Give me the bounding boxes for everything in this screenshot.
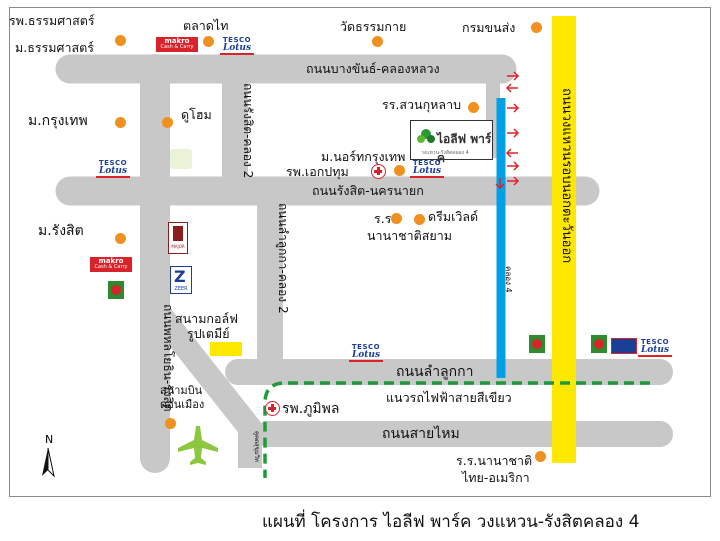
place-suankularb: รร.สวนกุหลาบ	[382, 97, 462, 112]
place-dome: ดูโฮม	[181, 107, 212, 122]
place-north-bangkok-uni: ม.นอร์ทกรุงเทพ	[321, 149, 406, 164]
poi-don-mueang	[165, 418, 176, 429]
road-label-saimai: ถนนสายไหม	[382, 426, 460, 442]
place-thai-american-2: ไทย-อเมริกา	[462, 470, 530, 485]
place-nanachart-siam: นานาชาติสยาม	[367, 228, 452, 243]
place-bhumibol-hospital: รพ.ภูมิพล	[282, 401, 340, 417]
ring-road	[552, 16, 576, 463]
poi-dome	[162, 117, 173, 128]
bigc-logo-1	[107, 280, 125, 300]
road-map	[42, 16, 673, 478]
project-subtitle: วงแหวน-รังสิตคลอง 4	[421, 150, 469, 156]
access-arrows	[495, 71, 520, 190]
bigc-logo-2	[528, 334, 546, 354]
poi-suankularb	[468, 102, 479, 113]
major-text: MAJOR	[171, 244, 185, 249]
place-thammasat-hospital: รพ.ธรรมศาสตร์	[9, 13, 95, 28]
future-park-logo	[170, 149, 192, 169]
place-talad-thai: ตลาดไท	[183, 18, 229, 33]
place-don-mueang-1: สนามบิน	[160, 384, 203, 397]
place-wat-dhammakaya: วัดธรรมกาย	[340, 19, 407, 34]
map-caption: แผนที่ โครงการ ไอลีฟ พาร์ค วงแหวน-รังสิต…	[262, 512, 640, 532]
airplane-icon	[178, 426, 218, 465]
place-don-mueang-2: ดอนเมือง	[160, 398, 205, 411]
place-rr-label: ร.ร.	[374, 211, 396, 226]
north-label: N	[45, 433, 54, 446]
kukot-label: คูคตสุขุมวิท	[253, 431, 260, 462]
place-thai-american-1: ร.ร.นานาชาติ	[456, 453, 533, 468]
road-label-rangsit-nakhonnayok: ถนนรังสิต-นครนายก	[312, 183, 424, 198]
place-golf-course: สนามกอล์ฟ	[175, 311, 239, 326]
north-arrow-icon	[42, 447, 55, 478]
poi-talad-thai	[203, 36, 214, 47]
poi-rangsit-university	[115, 233, 126, 244]
place-thammasat-university: ม.ธรรมศาสตร์	[15, 40, 94, 55]
place-krom-khonsong: กรมขนส่ง	[462, 20, 516, 35]
poi-bangkok-university	[115, 117, 126, 128]
hospital-cross-icon-1	[371, 164, 386, 179]
ring-road-label: ถนนวงแหวนรอบนอกตะวันออก	[559, 88, 574, 264]
place-golf-course-2: รูปเตมีย์	[187, 326, 230, 341]
bigc-logo-3	[590, 334, 608, 354]
homepro-logo	[611, 338, 637, 354]
road-label-rangsit-khlong2: ถนนรังสิต-คลอง 2	[241, 83, 255, 179]
bts-route-label: แนวรถไฟฟ้าสายสีเขียว	[386, 390, 512, 405]
major-logo: MAJOR	[168, 222, 188, 254]
poi-dream-world	[414, 214, 425, 225]
golf-course-marker	[210, 342, 242, 356]
poi-north-bangkok-uni	[394, 165, 405, 176]
poi-nanachart-siam	[391, 213, 402, 224]
place-bangkok-university: ม.กรุงเทพ	[28, 113, 88, 129]
road-label-lamlukka: ถนนลำลูกกา	[396, 364, 474, 380]
road-vibhavadi	[145, 300, 262, 468]
place-dream-world: ดรีมเวิลด์	[428, 209, 479, 224]
road-label-bangkhan: ถนนบางขันธ์-คลองหลวง	[306, 61, 440, 76]
place-rangsit-university: ม.รังสิต	[38, 223, 84, 239]
canal-label: คลอง 4	[504, 266, 513, 293]
zeer-letter-icon: Z	[174, 267, 186, 286]
zeer-logo: Z ZEER	[170, 266, 192, 294]
hospital-cross-icon-2	[265, 401, 280, 416]
road-label-lamlukka-khlong2: ถนนลำลูกกา-คลอง 2	[276, 203, 290, 314]
map-frame: ถนนวงแหวนรอบนอกตะวันออก คลอง 4 คูคตสุขุม…	[9, 7, 711, 497]
place-ekpathum-hospital: รพ.เอกปทุม	[286, 164, 349, 179]
poi-thai-american	[535, 451, 546, 462]
project-name: ไอลีฟ พาร์ค	[437, 132, 492, 165]
leaf-icon	[417, 129, 435, 143]
poi-krom-khonsong	[531, 22, 542, 33]
project-logo: ไอลีฟ พาร์ค วงแหวน-รังสิตคลอง 4	[410, 120, 493, 165]
zeer-text: ZEER	[174, 286, 188, 292]
poi-thammasat	[115, 35, 126, 46]
poi-wat-dhammakaya	[372, 36, 383, 47]
